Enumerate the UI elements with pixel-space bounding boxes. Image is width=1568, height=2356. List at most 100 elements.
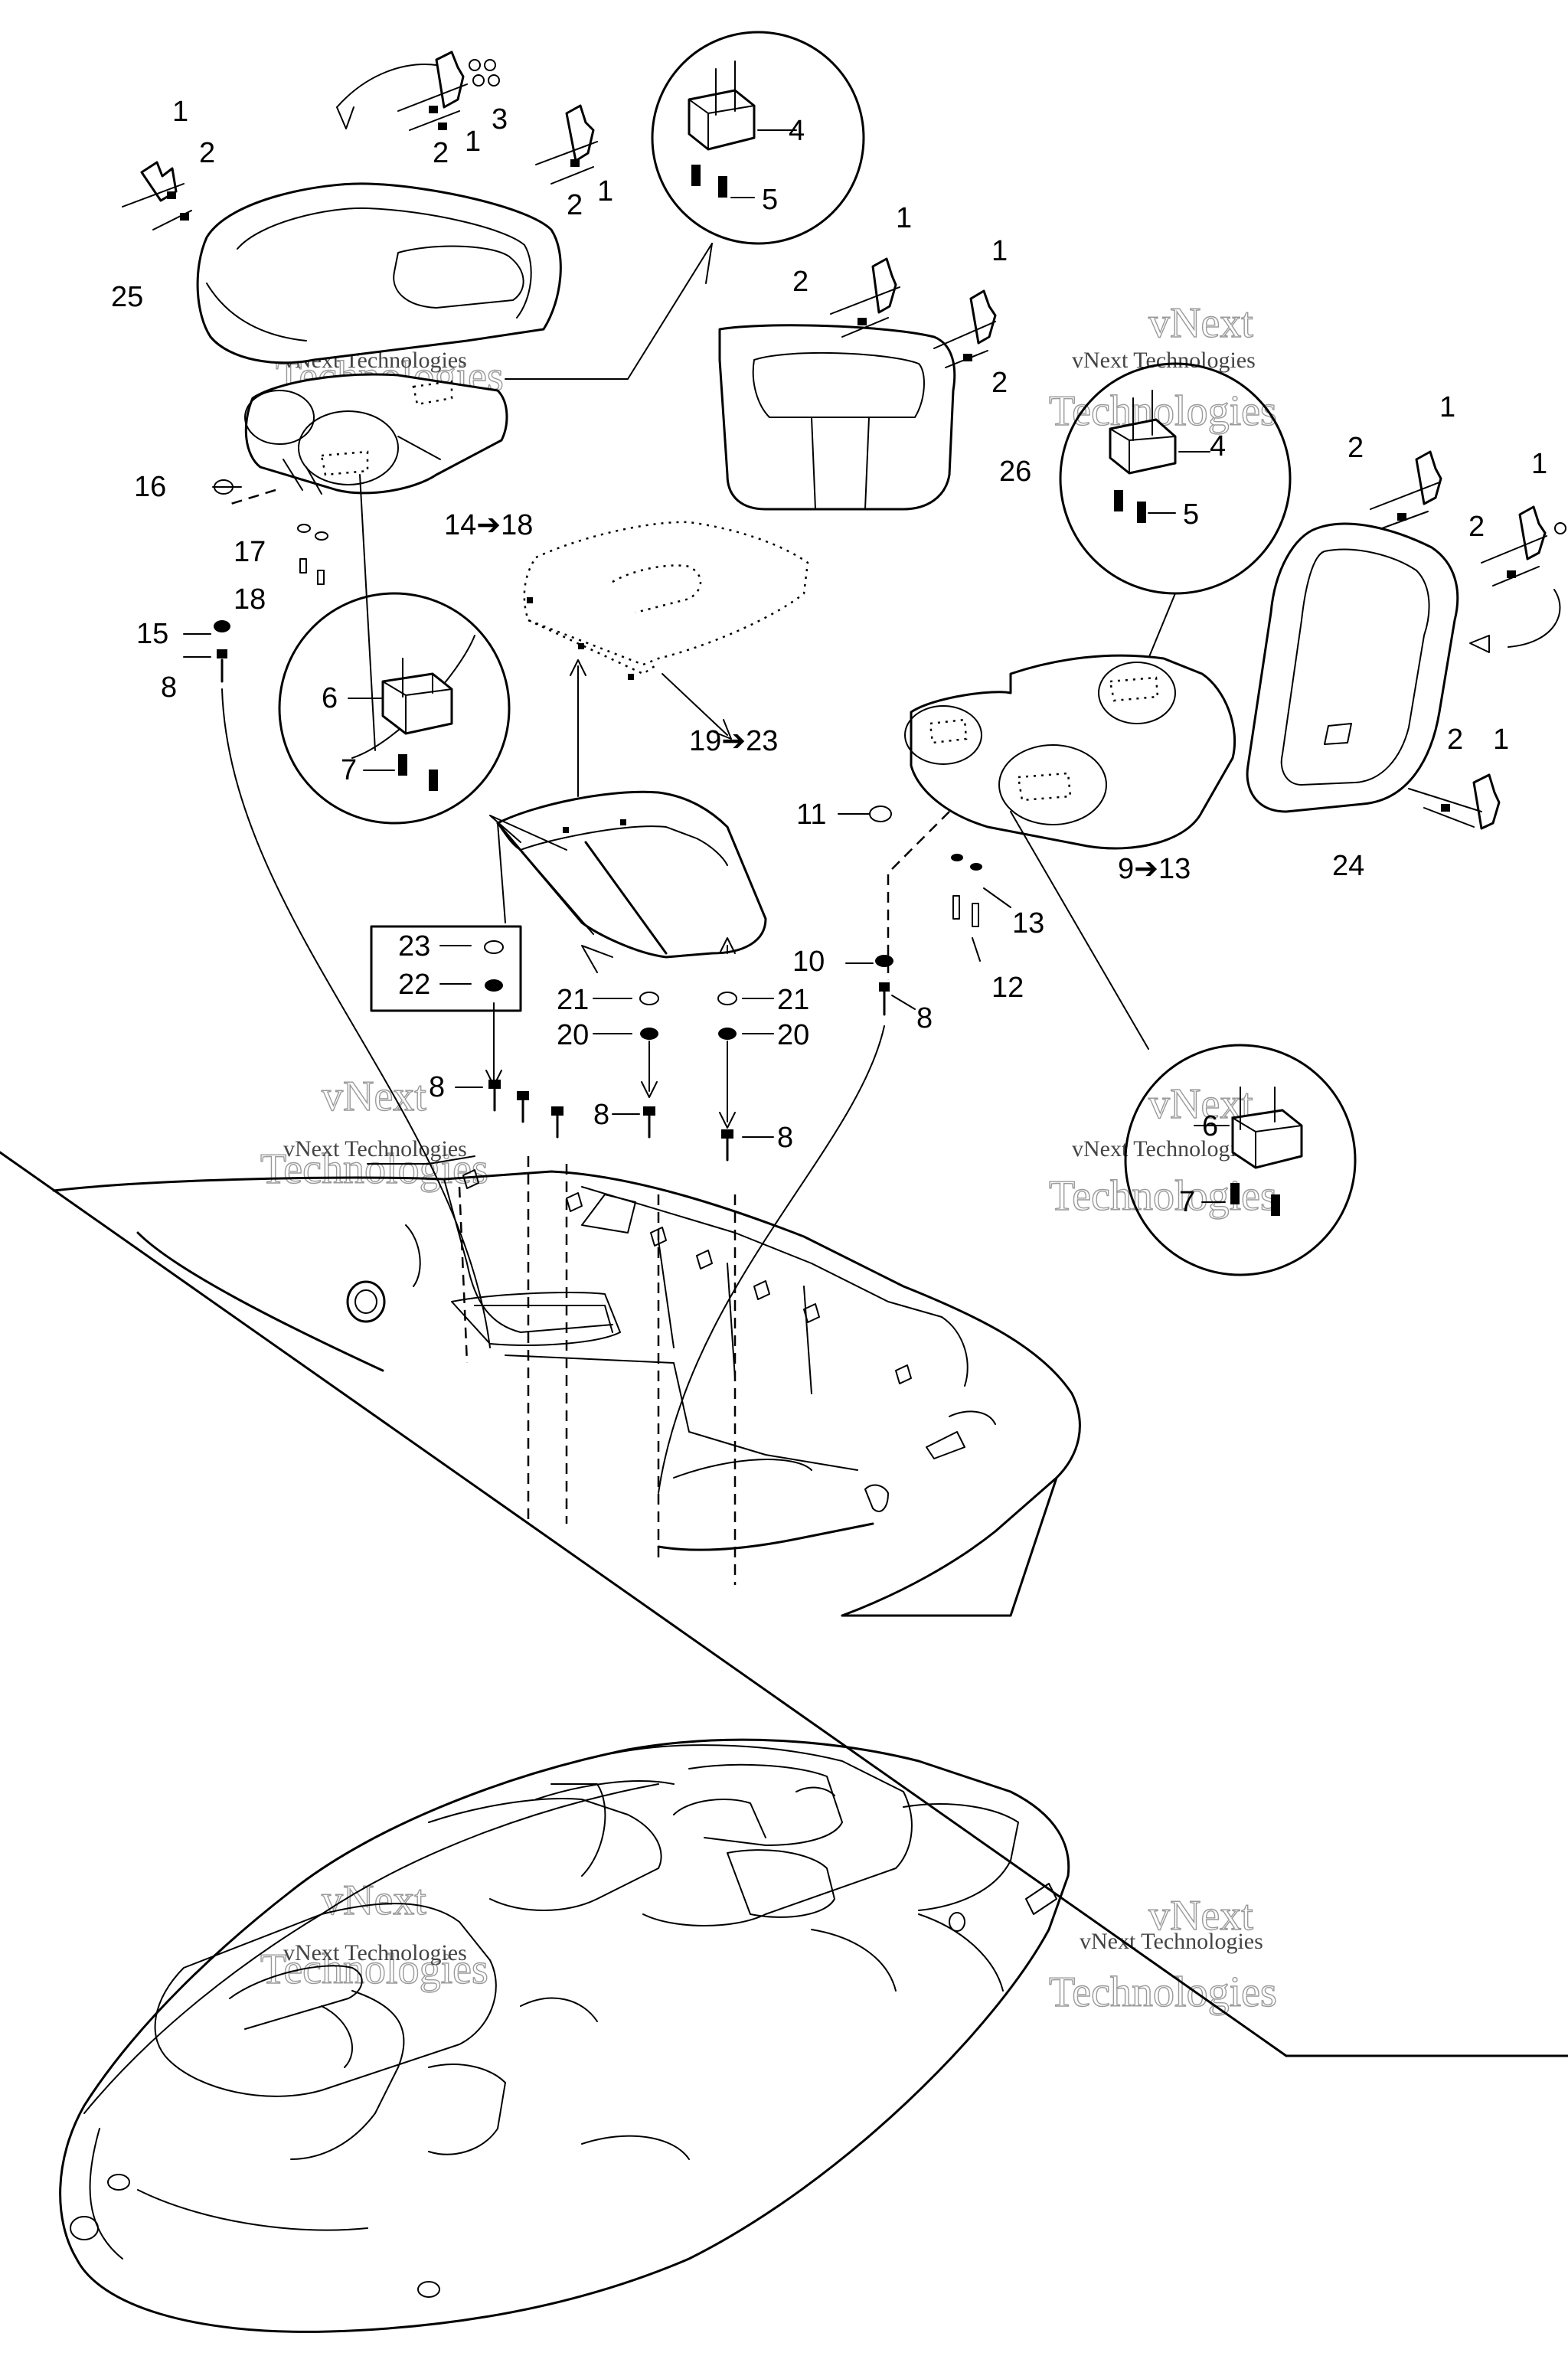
label-8: 8	[593, 1099, 609, 1131]
leader-20-21-left	[581, 945, 613, 973]
label-1: 1	[1531, 448, 1547, 480]
leader-dashed-14-18	[225, 489, 276, 507]
watermark-bottom-right: vNext Technologies vNext Technologies	[1048, 1891, 1277, 2016]
seat-back-26	[718, 324, 956, 511]
detail-circle-6-7-right	[1124, 1044, 1357, 1276]
label-6: 6	[322, 682, 338, 714]
seat-bottom-14-18	[244, 373, 508, 495]
seat-bottom-9-13	[904, 654, 1236, 850]
part-labels: 1 2 2 1 3 2 1 4 5 25 1 2 1 2 26 4 5 1 2 …	[111, 96, 1547, 1218]
label-21: 21	[557, 984, 589, 1016]
group-box-22-23	[370, 925, 522, 1012]
svg-text:vNext Technologies: vNext Technologies	[283, 1136, 467, 1162]
label-21: 21	[777, 984, 809, 1016]
label-2: 2	[199, 137, 215, 169]
svg-text:vNext Technologies: vNext Technologies	[1072, 348, 1256, 373]
label-11: 11	[796, 799, 826, 831]
svg-text:Technologies: Technologies	[260, 1145, 488, 1193]
seat-cushion-19-23-dotted	[523, 521, 809, 680]
hardware-20-21-right	[717, 992, 774, 1129]
label-8: 8	[161, 672, 177, 704]
label-7: 7	[1179, 1186, 1195, 1218]
label-2: 2	[433, 137, 449, 169]
hinge-clip-1-24-right	[1481, 505, 1566, 587]
watermark-top-right: vNext Technologies vNext Technologies	[1048, 299, 1277, 435]
svg-text:vNext: vNext	[1148, 299, 1253, 347]
label-1: 1	[1493, 724, 1509, 756]
label-1: 1	[172, 96, 188, 128]
seat-hook-11	[869, 805, 892, 822]
label-6: 6	[1202, 1110, 1218, 1142]
label-8: 8	[777, 1122, 793, 1154]
boat-interior-cutaway	[0, 1151, 1568, 2057]
seat-box-19-23	[489, 790, 767, 959]
screws-8-center	[455, 1080, 774, 1162]
label-13: 13	[1012, 907, 1044, 939]
label-4: 4	[789, 115, 805, 147]
leader-arrowhead-24	[1469, 635, 1490, 653]
label-18: 18	[234, 583, 266, 616]
hardware-20-21-left	[593, 992, 659, 1098]
leader-curve-left	[221, 688, 491, 1348]
label-7: 7	[341, 754, 357, 786]
svg-text:vNext: vNext	[1148, 1892, 1253, 1939]
seat-back-24	[1246, 522, 1459, 813]
hinge-clip-1-top-center-right	[535, 104, 598, 185]
label-24: 24	[1332, 850, 1364, 882]
seat-hook-16	[214, 479, 234, 495]
detail-circle-4-5-top	[505, 31, 865, 380]
leader-curve-right	[658, 1025, 885, 1494]
label-5: 5	[1183, 498, 1199, 531]
svg-text:vNext Technologies: vNext Technologies	[283, 1940, 467, 1966]
label-12: 12	[991, 972, 1024, 1004]
label-26: 26	[999, 456, 1031, 488]
hinge-clip-1-top-left	[122, 161, 192, 230]
hinge-clip-1-26-left	[830, 257, 900, 338]
fastener-15-8-left	[183, 620, 230, 683]
washers-12-13	[951, 854, 1011, 962]
label-17: 17	[234, 536, 266, 568]
label-3: 3	[492, 103, 508, 136]
label-19-23: 19➔23	[689, 725, 778, 757]
watermark-bottom-left: vNext Technologies vNext Technologies	[260, 1876, 488, 1993]
leader-22-23-to-8	[485, 1002, 502, 1087]
leader-detail-6-7-left-b	[359, 474, 376, 751]
leader-arc-24	[1508, 589, 1561, 648]
hinge-clip-1-24-bottom	[1408, 773, 1501, 830]
svg-text:vNext: vNext	[322, 1073, 426, 1120]
hinge-clip-1-26-right	[933, 289, 997, 368]
leader-19-23	[662, 673, 732, 740]
washers-17-18	[297, 524, 328, 585]
leader-20-21-right	[719, 937, 736, 954]
leader-arrowhead-25	[336, 106, 354, 129]
label-2: 2	[792, 266, 808, 298]
leader-up-arrow-cushion	[570, 659, 586, 797]
label-10: 10	[792, 946, 825, 978]
label-2: 2	[1348, 432, 1364, 464]
detail-circle-6-7-left	[278, 592, 511, 825]
label-16: 16	[134, 471, 166, 503]
seat-back-25	[196, 182, 562, 364]
label-8: 8	[916, 1002, 933, 1034]
label-5: 5	[762, 184, 778, 216]
label-2: 2	[567, 189, 583, 221]
svg-text:vNext Technologies: vNext Technologies	[1080, 1929, 1263, 1954]
label-2: 2	[1468, 511, 1485, 543]
svg-text:Technologies: Technologies	[1049, 1172, 1277, 1220]
hinge-clip-1-top-center	[397, 51, 500, 131]
label-15: 15	[136, 618, 168, 650]
label-1: 1	[991, 235, 1008, 267]
label-1: 1	[1439, 391, 1455, 423]
svg-text:vNext: vNext	[322, 1877, 426, 1924]
label-14-18: 14➔18	[444, 509, 533, 541]
label-22: 22	[398, 969, 430, 1001]
label-4: 4	[1210, 430, 1226, 462]
label-2: 2	[991, 367, 1008, 399]
label-23: 23	[398, 930, 430, 962]
detail-circle-4-5-right	[1059, 362, 1292, 659]
label-20: 20	[557, 1019, 589, 1051]
label-20: 20	[777, 1019, 809, 1051]
leader-arc-25	[336, 64, 437, 108]
